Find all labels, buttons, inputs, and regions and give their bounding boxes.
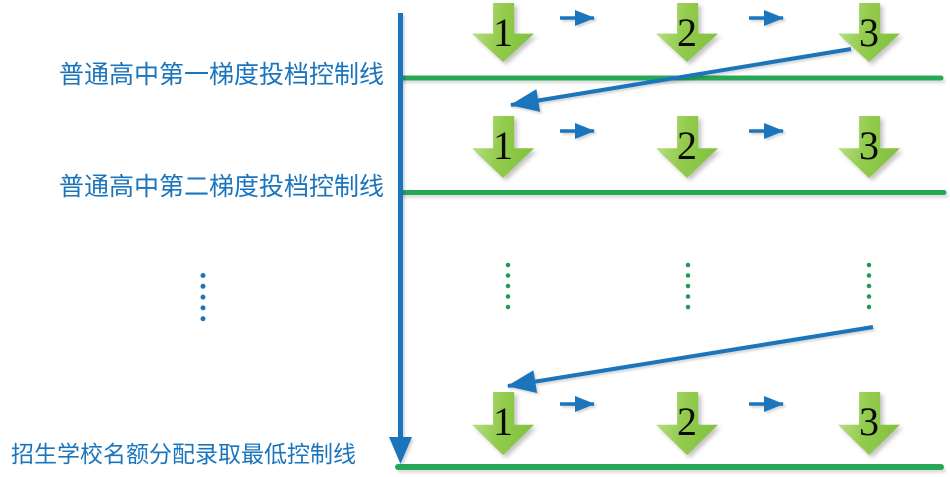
down-arrow-icon: 2 <box>656 392 718 455</box>
step-number: 1 <box>493 399 513 444</box>
down-arrow-icon: 2 <box>656 116 718 178</box>
diagonal-return-arrow-icon <box>506 325 874 393</box>
down-arrow-step-1-row-3: 1 <box>472 392 534 455</box>
down-arrow-icon: 3 <box>838 392 900 455</box>
step-number: 3 <box>859 399 879 444</box>
down-arrow-icon: 3 <box>838 3 900 62</box>
step-number: 1 <box>493 10 513 55</box>
down-arrow-step-2-row-3: 2 <box>656 392 718 455</box>
step-number: 3 <box>859 123 879 168</box>
label-tier2-control-line: 普通高中第二梯度投档控制线 <box>59 173 385 201</box>
down-arrow-step-3-row-1: 3 <box>838 3 900 62</box>
ellipsis-columns <box>200 262 872 332</box>
down-arrow-step-2-row-1: 2 <box>656 3 718 62</box>
diagonal-return-arrow-2 <box>506 325 874 393</box>
step-number: 2 <box>677 10 697 55</box>
label-bottom-control-line: 招生学校名额分配录取最低控制线 <box>11 441 356 467</box>
step-number: 2 <box>677 399 697 444</box>
down-arrow-step-1-row-2: 1 <box>472 116 534 178</box>
axis-arrowhead-icon <box>389 437 412 464</box>
step-number: 1 <box>493 123 513 168</box>
down-arrow-icon: 1 <box>472 116 534 178</box>
step-number: 2 <box>677 123 697 168</box>
right-arrows <box>560 10 784 412</box>
down-arrow-step-3-row-2: 3 <box>838 116 900 178</box>
down-arrow-step-2-row-2: 2 <box>656 116 718 178</box>
down-arrow-icon: 3 <box>838 116 900 178</box>
label-tier1-control-line: 普通高中第一梯度投档控制线 <box>59 61 385 89</box>
down-arrow-icon: 1 <box>472 3 534 62</box>
vertical-axis-arrow <box>389 13 412 464</box>
step-number: 3 <box>859 10 879 55</box>
down-arrow-step-1-row-1: 1 <box>472 3 534 62</box>
down-arrow-icon: 2 <box>656 3 718 62</box>
down-arrow-step-3-row-3: 3 <box>838 392 900 455</box>
down-arrow-icon: 1 <box>472 392 534 455</box>
